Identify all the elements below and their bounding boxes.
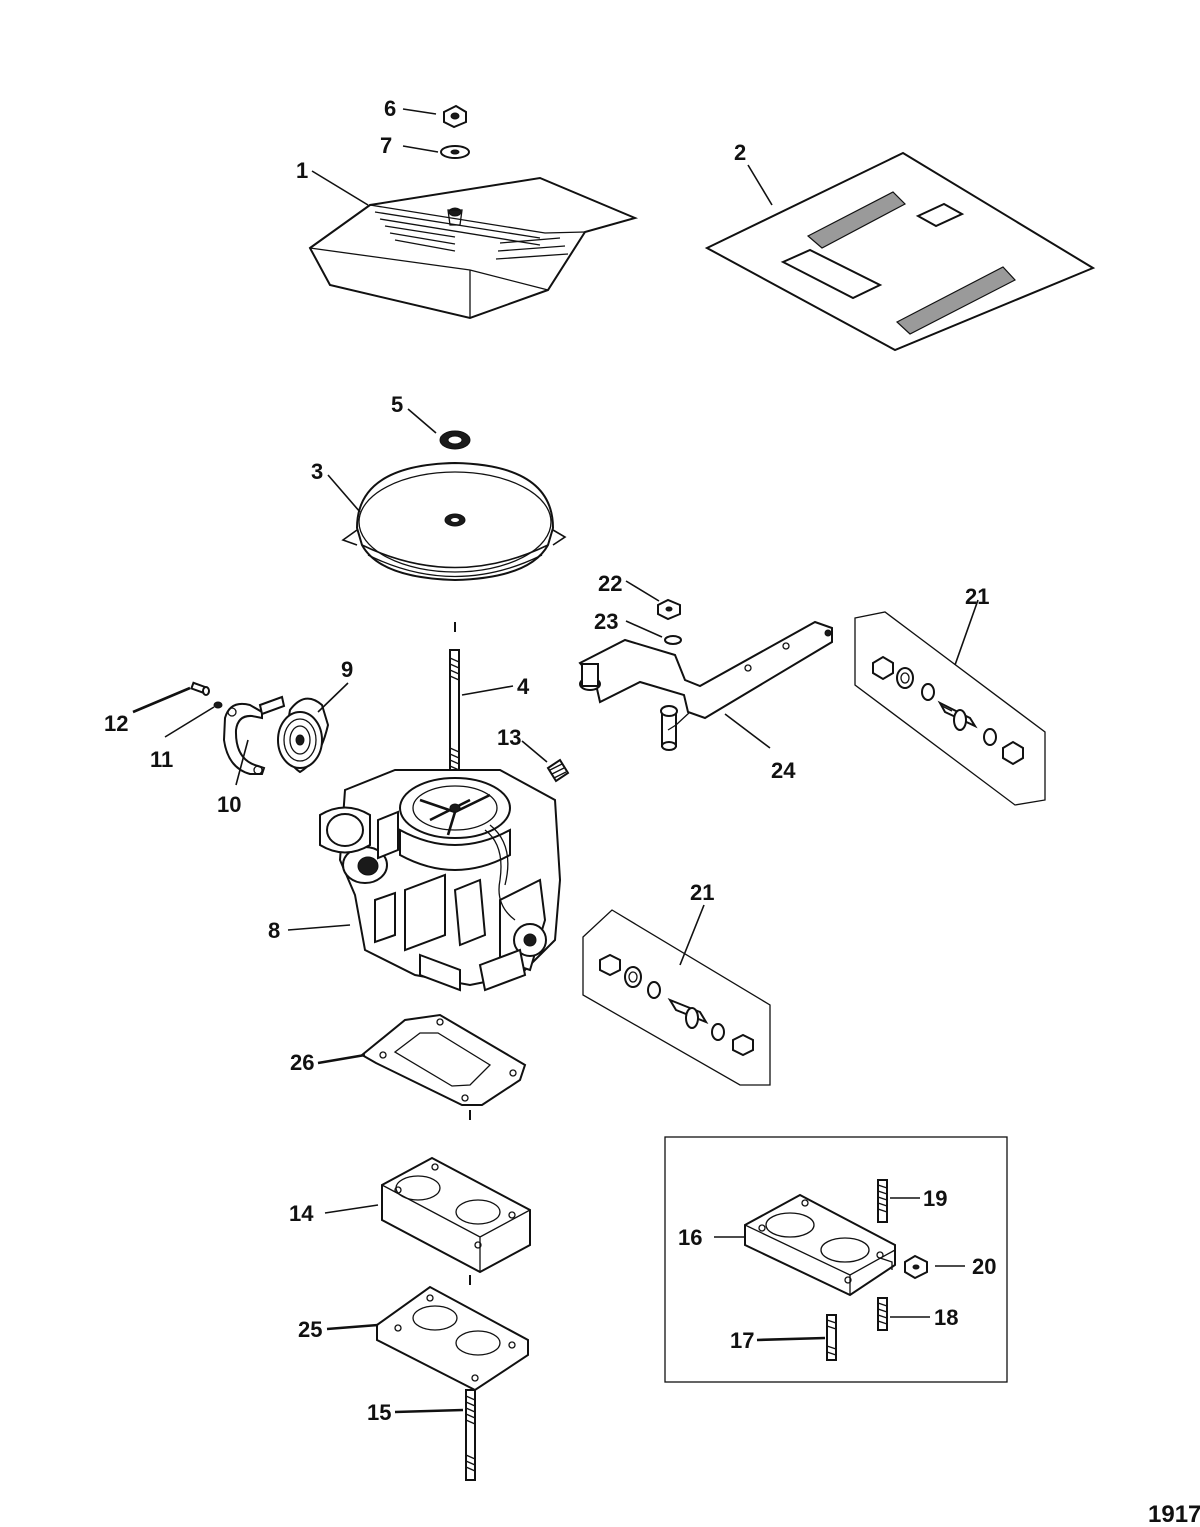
callout-12: 12: [104, 711, 128, 736]
callout-6: 6: [384, 96, 396, 121]
callout-21-upper: 21: [965, 584, 989, 609]
figure-number: 1917: [1148, 1501, 1200, 1527]
callout-23: 23: [594, 609, 618, 634]
callout-26: 26: [290, 1050, 314, 1075]
adapter-stud-long: [826, 1314, 837, 1361]
spacer-stud: [465, 1389, 476, 1481]
choke-screw: [190, 681, 210, 696]
callout-5: 5: [391, 392, 403, 417]
choke-cover: [277, 697, 330, 774]
callout-2: 2: [734, 140, 746, 165]
choke-washer: [213, 701, 223, 709]
leader-lines: [132, 108, 979, 1414]
bracket-washer: [664, 635, 682, 645]
bracket-nut: [657, 598, 681, 621]
flame-arrestor-cover: [308, 176, 639, 320]
callout-14: 14: [289, 1201, 314, 1226]
callout-4: 4: [517, 674, 530, 699]
callout-21-lower: 21: [690, 880, 714, 905]
callout-3: 3: [311, 459, 323, 484]
callout-8: 8: [268, 918, 280, 943]
fuel-fitting: [546, 758, 570, 783]
carburetor-gasket: [360, 1013, 527, 1106]
adapter-spacer: [744, 1193, 896, 1297]
callout-18: 18: [934, 1305, 958, 1330]
callout-7: 7: [380, 133, 392, 158]
callout-13: 13: [497, 725, 521, 750]
cover-washer: [440, 145, 470, 159]
callout-16: 16: [678, 1225, 702, 1250]
adapter-nut: [904, 1254, 928, 1280]
carburetor-stud: [449, 649, 460, 776]
callout-11: 11: [150, 747, 173, 772]
callout-22: 22: [598, 571, 622, 596]
adapter-stud-upper: [877, 1179, 888, 1223]
cover-nut: [443, 104, 467, 129]
carburetor: [319, 769, 562, 992]
hardware-kit-lower: [582, 909, 771, 1086]
callout-10: 10: [217, 792, 241, 817]
cover-stud-icon: [448, 207, 462, 217]
adapter-stud-short: [877, 1297, 888, 1331]
callout-17: 17: [730, 1328, 754, 1353]
callout-20: 20: [972, 1254, 996, 1279]
spacer-gasket: [376, 1285, 529, 1392]
callout-24: 24: [771, 758, 796, 783]
spacer-kit-box: [664, 1136, 1008, 1383]
callout-15: 15: [367, 1400, 391, 1425]
callout-19: 19: [923, 1186, 947, 1211]
decal-logo-lower: [895, 266, 1016, 335]
choke-retainer: [222, 695, 286, 775]
callout-9: 9: [341, 657, 353, 682]
hardware-kit-upper: [854, 611, 1046, 806]
decal-logo-upper: [806, 191, 906, 249]
carburetor-spacer: [381, 1156, 531, 1274]
throttle-bracket: [578, 620, 833, 751]
callout-labels: 6 7 1 2 5 3 22 23 21 4 9 12 11 10 13 24 …: [104, 96, 1200, 1527]
air-cleaner-nut: [439, 430, 471, 450]
decal-sheet: [704, 151, 1096, 352]
callout-1: 1: [296, 158, 308, 183]
callout-25: 25: [298, 1317, 322, 1342]
air-cleaner: [341, 461, 567, 582]
